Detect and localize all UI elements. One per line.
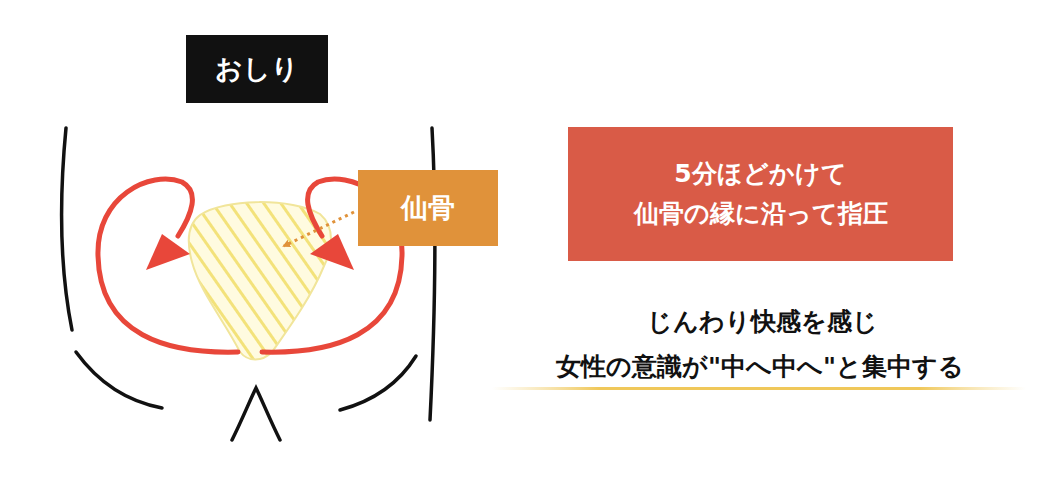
leader-line	[284, 212, 354, 246]
box-text: おしり	[215, 51, 299, 86]
box-text: 仙骨	[401, 190, 455, 225]
note-text: 女性の意識が"中へ中へ"と集中する	[556, 352, 964, 382]
note-text: じんわり快感を感じ	[647, 307, 878, 337]
highlight-underline	[492, 387, 1026, 390]
pressure-arrows	[98, 179, 402, 352]
callout-box: 仙骨	[358, 170, 498, 246]
sacrum-shape	[189, 202, 331, 359]
title-box: おしり	[186, 35, 328, 103]
box-text: 5分ほどかけて 仙骨の縁に沿って指圧	[582, 154, 939, 234]
instruction-box: 5分ほどかけて 仙骨の縁に沿って指圧	[568, 127, 953, 261]
